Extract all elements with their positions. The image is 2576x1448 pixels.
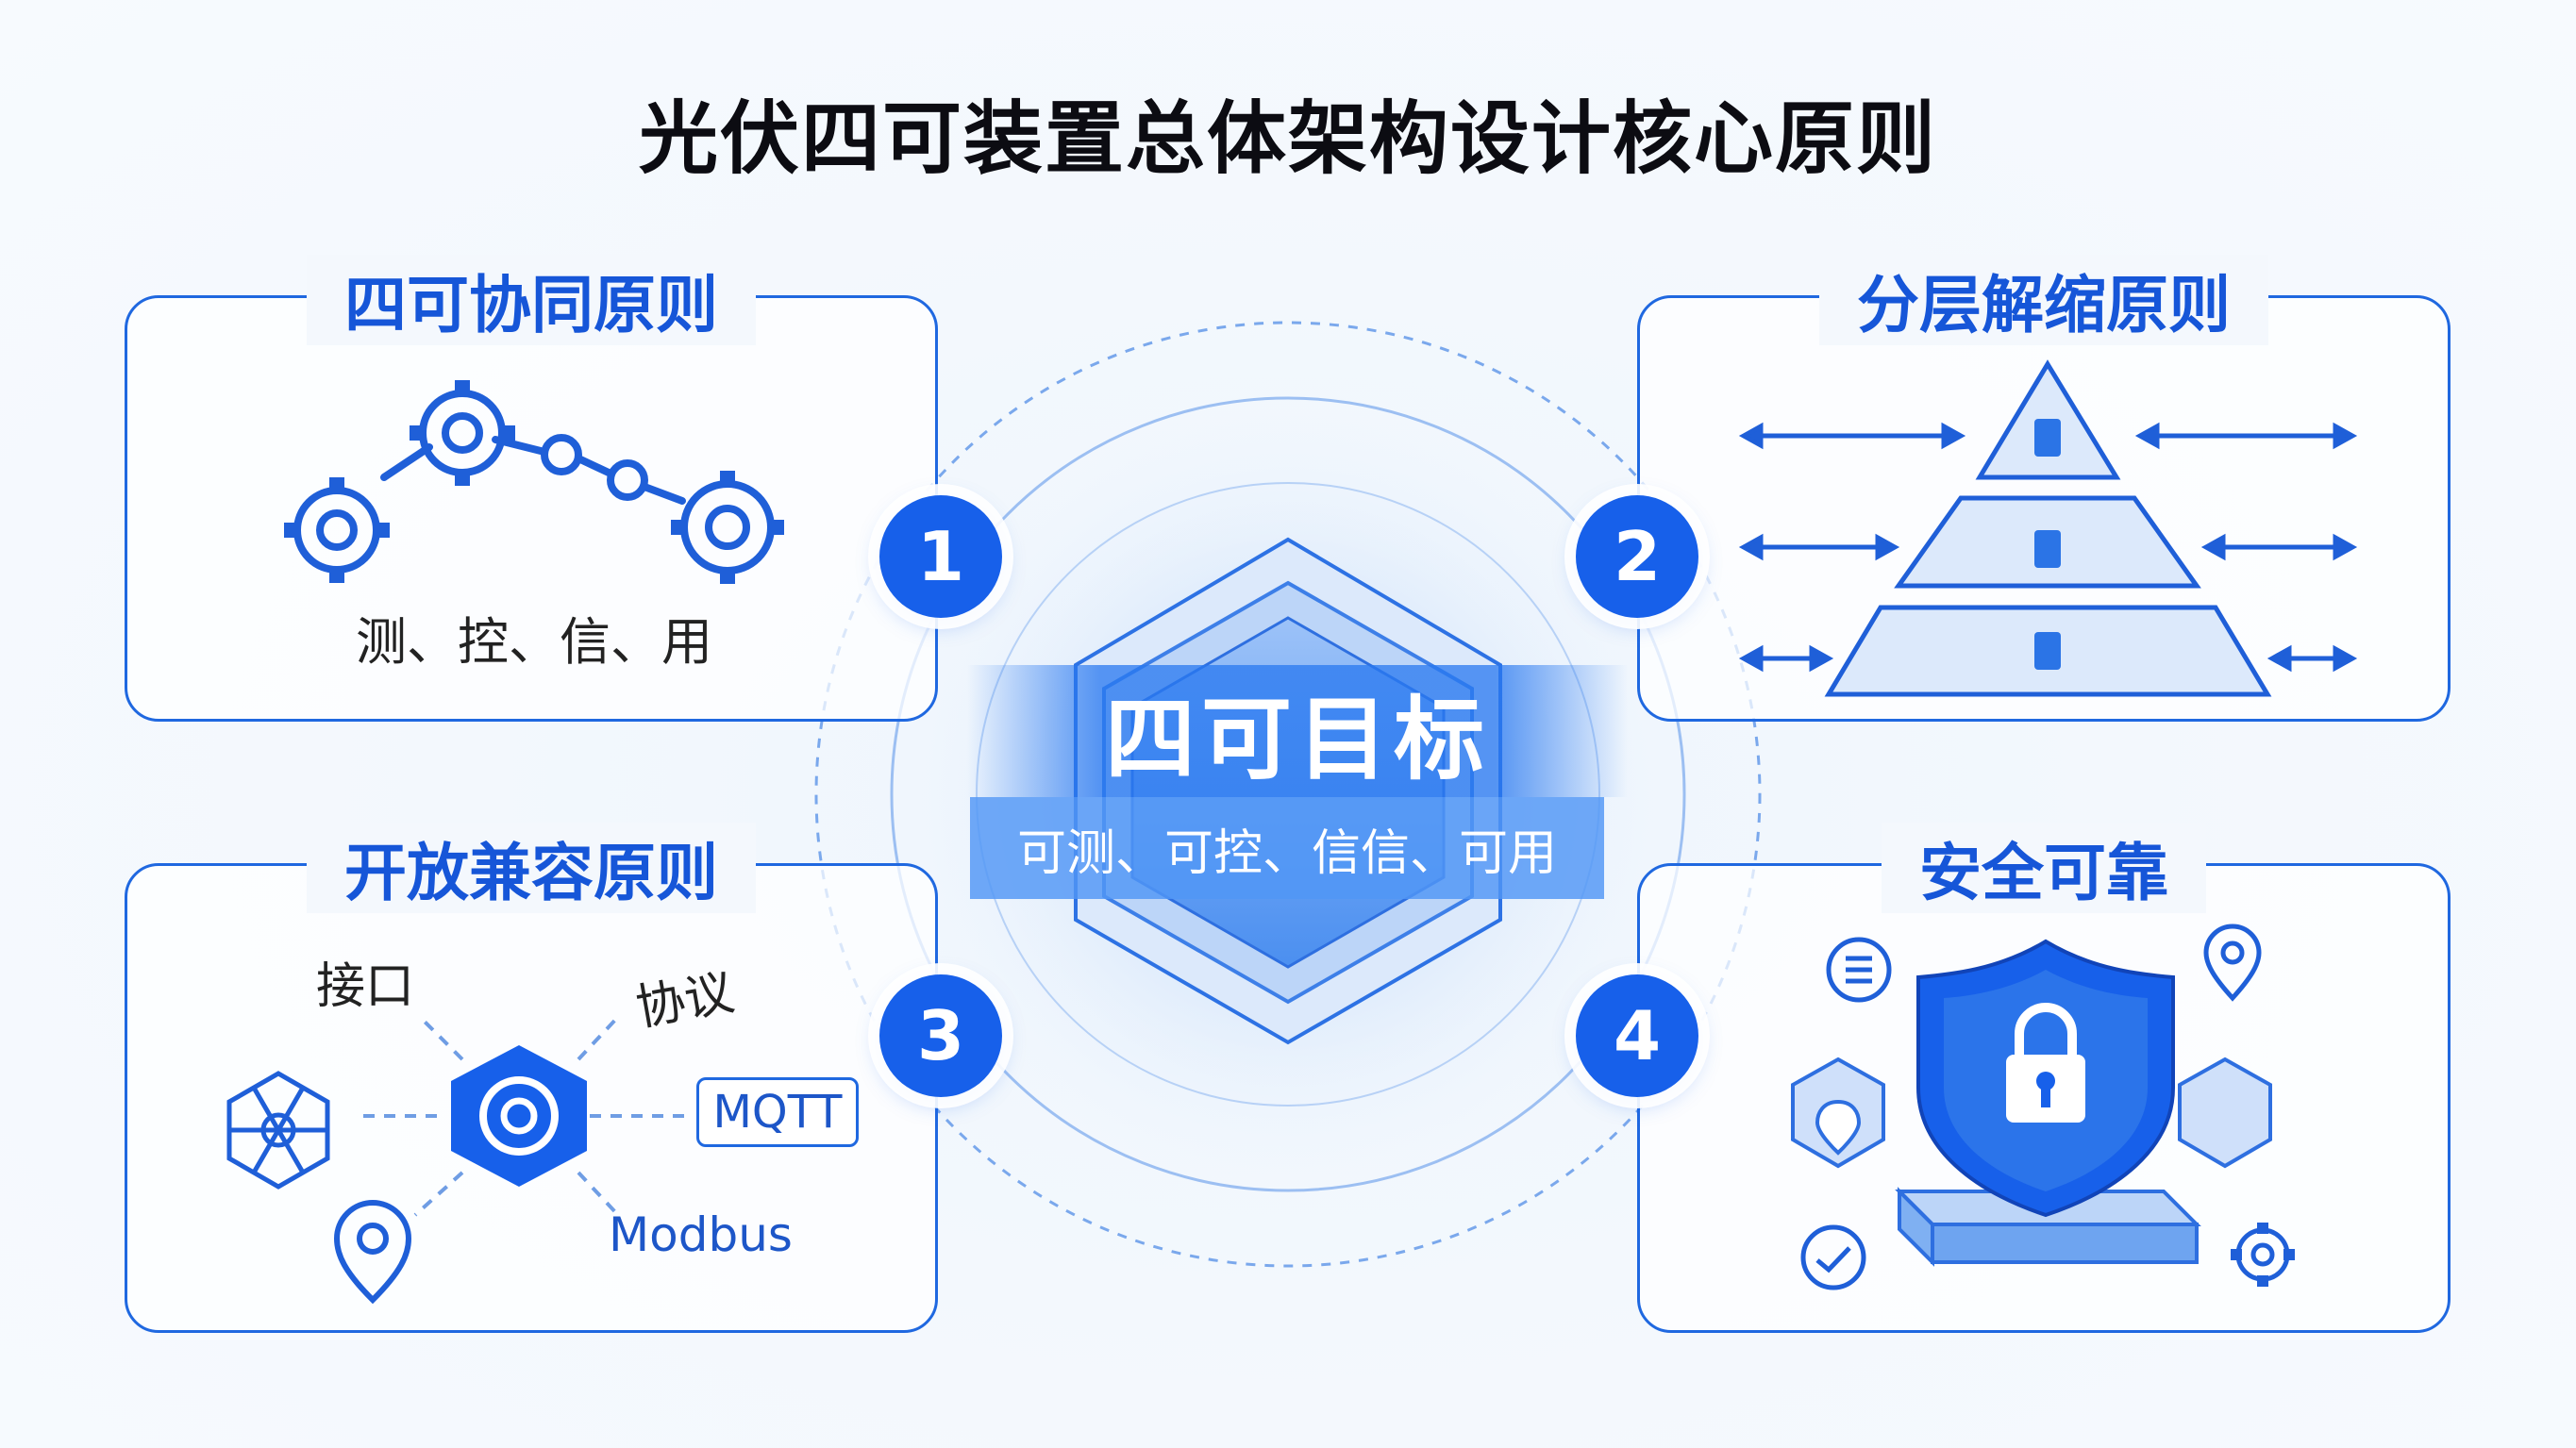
panel-collaboration: 四可协同原则 测、控、信、用 (125, 255, 938, 722)
badge-2: 2 (1576, 495, 1698, 618)
location-pin-icon (2203, 924, 2262, 1002)
id-tag-icon (2178, 1057, 2272, 1169)
list-icon (1826, 937, 1892, 1003)
center-goal-subtitle: 可测、可控、信信、可用 (970, 797, 1604, 899)
mqtt-box: MQTT (696, 1077, 859, 1147)
badge-3: 3 (879, 974, 1002, 1097)
panel-security: 安全可靠 (1637, 823, 2451, 1333)
panel-layering: 分层解缩原则 (1637, 255, 2451, 722)
center-goal-title: 四可目标 (967, 665, 1628, 797)
label-modbus: Modbus (609, 1207, 793, 1262)
badge-4: 4 (1576, 974, 1698, 1097)
panel-title: 开放兼容原则 (307, 823, 756, 913)
shield-lock-icon (1916, 939, 2175, 1218)
connectivity-diagram (226, 1015, 684, 1305)
panel-title: 四可协同原则 (307, 255, 756, 345)
security-illustration (1791, 924, 2295, 1290)
pyramid-icon (1738, 359, 2358, 697)
gear-icon (2235, 1227, 2290, 1282)
gear-icon (293, 390, 775, 574)
chart-circle-icon (1800, 1224, 1866, 1290)
label-interface: 接口 (316, 958, 415, 1015)
gear-chain-icon (284, 380, 784, 584)
badge-1: 1 (879, 495, 1002, 618)
page-title: 光伏四可装置总体架构设计核心原则 (638, 92, 1937, 185)
panel-title: 安全可靠 (1882, 823, 2206, 913)
location-pin-icon (333, 1200, 412, 1305)
network-hex-icon (226, 1071, 330, 1190)
hexagon-gear-icon (451, 1045, 587, 1187)
panel-title: 分层解缩原则 (1819, 255, 2268, 345)
panel-caption: 测、控、信、用 (356, 612, 712, 672)
